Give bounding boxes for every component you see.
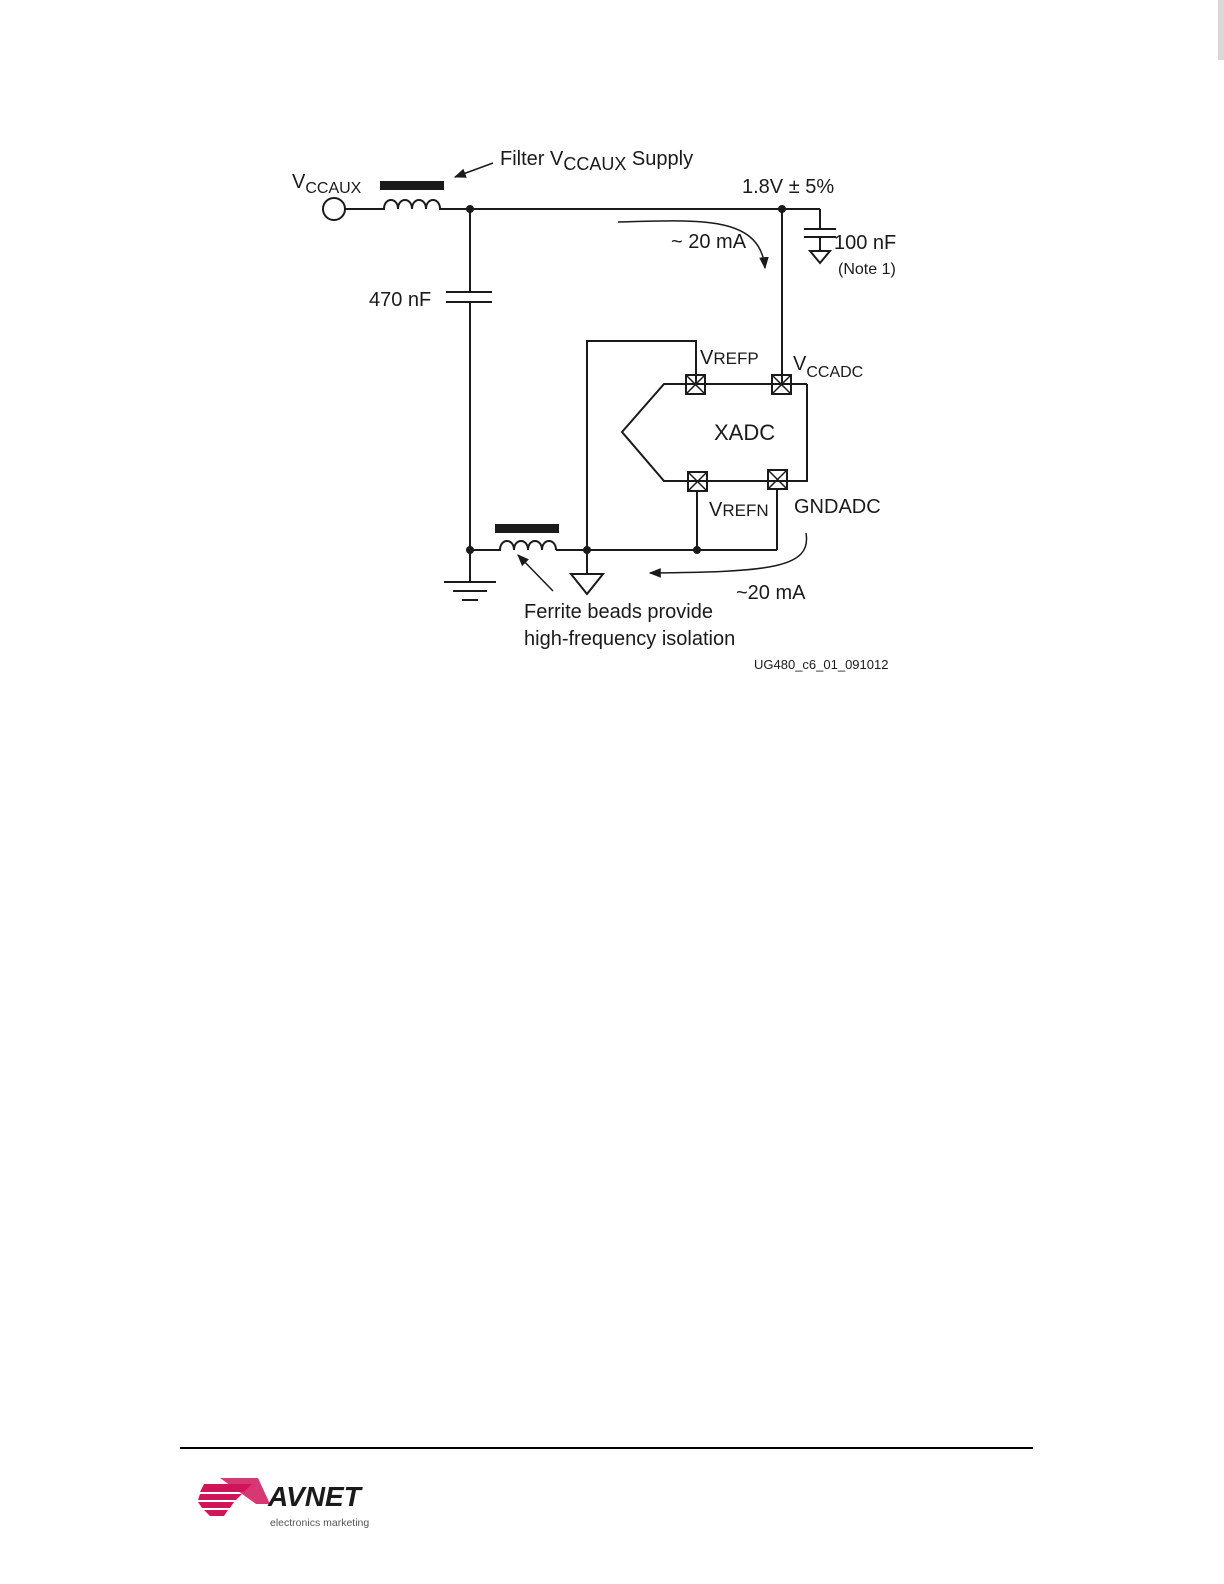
footer-rule <box>180 1447 1033 1449</box>
cap-100nf-label: 100 nF <box>834 232 896 254</box>
cap-470nf-label: 470 nF <box>369 289 431 311</box>
xadc-power-schematic: VCCAUX Filter VCCAUX Supply 1.8V ± 5% 10… <box>0 0 1224 720</box>
gndadc-label: GNDADC <box>794 496 881 518</box>
vrefp-wire <box>587 341 696 550</box>
ferrite-arrow <box>518 555 553 591</box>
avnet-logo-wordmark: AVNET <box>267 1481 364 1512</box>
note-label: (Note 1) <box>838 261 896 278</box>
node-bottom-vrefn <box>693 546 701 554</box>
ferrite-note-line1: Ferrite beads provide <box>524 601 713 623</box>
avnet-logo-tagline: electronics marketing <box>270 1517 369 1529</box>
top-ferrite-inductor <box>345 200 470 209</box>
top-ferrite-bar <box>380 181 444 190</box>
avnet-logo-mark <box>198 1478 270 1516</box>
vccaux-label: VCCAUX <box>292 171 362 197</box>
analog-ground-icon <box>571 574 603 594</box>
vccadc-label: VCCADC <box>793 353 863 381</box>
vrefp-label: VREFP <box>700 347 759 369</box>
supply-voltage-label: 1.8V ± 5% <box>742 176 834 198</box>
vccaux-terminal <box>323 198 345 220</box>
figure-id: UG480_c6_01_091012 <box>754 657 888 672</box>
current-top-label: ~ 20 mA <box>671 231 747 253</box>
ferrite-note-line2: high-frequency isolation <box>524 628 735 650</box>
current-bottom-label: ~20 mA <box>736 582 806 604</box>
page-edge-mark <box>1218 0 1224 60</box>
gndadc-pin <box>768 470 787 489</box>
current-arrow-bottom <box>650 533 807 573</box>
cap100-ground-icon <box>810 251 830 263</box>
filter-arrow <box>455 163 493 177</box>
filter-supply-label: Filter VCCAUX Supply <box>500 148 693 174</box>
bottom-ferrite-inductor <box>470 541 556 550</box>
earth-ground-icon <box>444 582 496 600</box>
bottom-ferrite-bar <box>495 524 559 533</box>
vrefn-label: VREFN <box>709 499 769 521</box>
avnet-logo: AVNET electronics marketing <box>190 1458 390 1538</box>
xadc-label: XADC <box>714 420 775 445</box>
